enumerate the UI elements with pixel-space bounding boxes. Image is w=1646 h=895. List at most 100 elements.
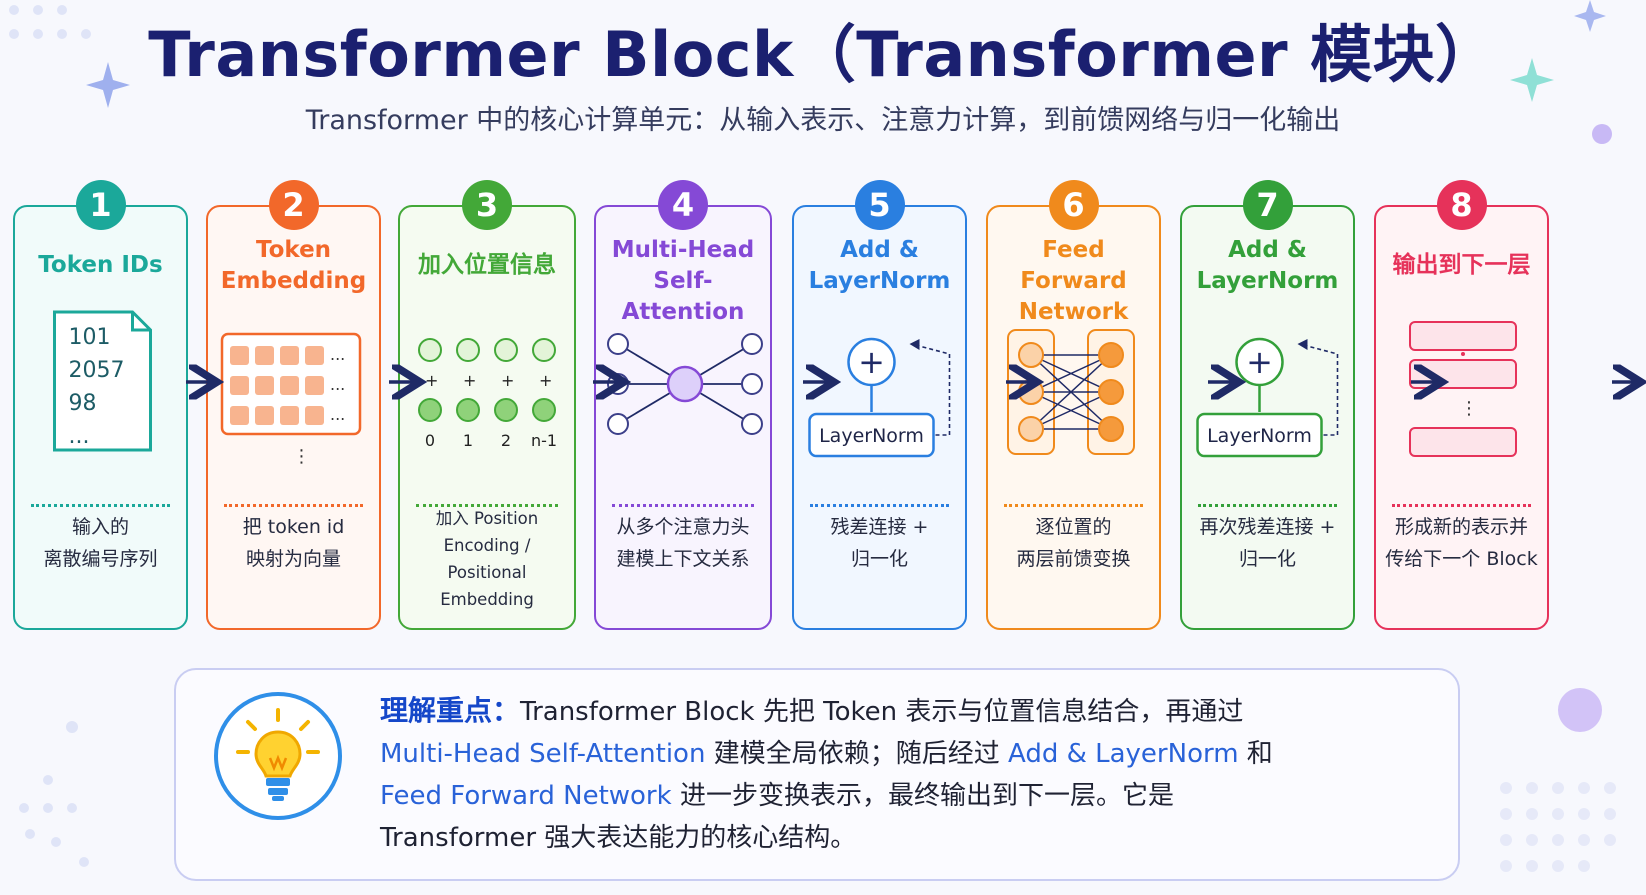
step-card-5: Add &LayerNorm +LayerNorm 残差连接 +归一化 — [792, 205, 967, 630]
key-point-text: 理解重点：Transformer Block 先把 Token 表示与位置信息结… — [380, 690, 1430, 859]
step-title-line: Token IDs — [38, 252, 163, 278]
embedding-cell — [230, 406, 249, 425]
step-description-line: Positional Embedding — [440, 563, 534, 609]
embedding-cell — [230, 346, 249, 365]
position-node — [532, 398, 556, 422]
step-description-line: Encoding / — [443, 536, 531, 555]
output-vector — [1409, 427, 1517, 457]
step-title-line: Multi-Head — [611, 237, 755, 263]
embedding-cell — [280, 406, 299, 425]
step-title: Add &LayerNorm — [1182, 235, 1353, 297]
step-description-line: 残差连接 + — [830, 516, 929, 538]
step-description-line: 从多个注意力头 — [616, 516, 750, 538]
step-description-line: 离散编号序列 — [43, 548, 158, 570]
embedding-vertical-ellipsis: ⋮ — [293, 446, 311, 467]
step-number-badge: 4 — [658, 180, 708, 230]
step-title-line: 输出到下一层 — [1392, 252, 1531, 278]
add-circle — [1235, 337, 1284, 387]
position-node — [418, 398, 442, 422]
highlight-addnorm: Add & LayerNorm — [1007, 739, 1239, 769]
key-point-line-1: Transformer Block 先把 Token 表示与位置信息结合，再通过 — [520, 697, 1244, 727]
step-card-7: Add &LayerNorm +LayerNorm 再次残差连接 + 归一化 — [1180, 205, 1355, 630]
token-node — [494, 338, 518, 362]
ffn-output-node — [1098, 379, 1124, 405]
step-description-line: 归一化 — [1238, 548, 1296, 570]
page-subtitle: Transformer 中的核心计算单元：从输入表示、注意力计算，到前馈网络与归… — [305, 105, 1341, 136]
key-point-heading: 理解重点： — [380, 694, 521, 727]
embedding-ellipsis: ... — [330, 405, 345, 424]
step-description-line: 再次残差连接 + — [1199, 516, 1336, 538]
key-point-line-4: Transformer 强大表达能力的核心结构。 — [380, 823, 857, 853]
step-description: 逐位置的两层前馈变换 — [988, 511, 1159, 575]
plus-sign: + — [425, 371, 438, 390]
step-illustration: +LayerNorm — [1196, 337, 1339, 458]
step-number-badge: 5 — [854, 180, 905, 230]
token-id-value: 101 — [69, 325, 111, 350]
plus-sign: + — [501, 371, 514, 390]
position-index: 0 — [425, 431, 435, 450]
step-description: 残差连接 +归一化 — [794, 511, 965, 575]
attention-node — [741, 333, 763, 355]
card-divider — [31, 504, 170, 507]
highlight-ffn: Feed Forward Network — [380, 781, 672, 811]
step-title: Add &LayerNorm — [794, 235, 965, 297]
card-divider — [612, 504, 754, 507]
embedding-cell — [280, 346, 299, 365]
step-title: 加入位置信息 — [400, 250, 574, 281]
card-divider — [1392, 504, 1531, 507]
position-index: 2 — [501, 431, 511, 450]
embedding-cell — [305, 376, 324, 395]
step-description-line: 输入的 — [71, 516, 129, 538]
step-description-line: 两层前馈变换 — [1016, 548, 1131, 570]
ffn-output-node — [1098, 342, 1124, 368]
embedding-cell — [305, 346, 324, 365]
card-divider — [1004, 504, 1143, 507]
key-point-line-2: 建模全局依赖；随后经过 — [705, 739, 1008, 769]
document-icon: 101205798... — [53, 310, 152, 452]
page-title: Transformer Block（Transformer 模块） — [148, 18, 1498, 91]
embedding-cell — [255, 346, 274, 365]
card-divider — [810, 504, 949, 507]
card-divider — [416, 504, 558, 507]
step-number-badge: 7 — [1242, 180, 1293, 230]
step-description: 从多个注意力头建模上下文关系 — [596, 511, 770, 575]
key-point-box: 理解重点：Transformer Block 先把 Token 表示与位置信息结… — [174, 668, 1460, 881]
token-node — [456, 338, 480, 362]
attention-node — [607, 333, 629, 355]
step-description: 形成新的表示并传给下一个 Block — [1376, 511, 1547, 575]
step-title-line: LayerNorm — [808, 268, 951, 294]
step-title: Token IDs — [15, 250, 186, 281]
position-index: n-1 — [531, 431, 557, 450]
step-title-line: Embedding — [220, 268, 367, 294]
step-number-badge: 3 — [462, 180, 512, 230]
embedding-cell — [280, 376, 299, 395]
residual-connection — [1299, 343, 1339, 436]
embedding-cell — [305, 406, 324, 425]
highlight-mhsa: Multi-Head Self-Attention — [380, 739, 706, 769]
embedding-cell — [255, 376, 274, 395]
step-illustration: .........⋮ — [220, 332, 362, 467]
card-divider — [1198, 504, 1337, 507]
step-illustration — [1007, 329, 1135, 455]
embedding-cell — [230, 376, 249, 395]
step-illustration: 101205798... — [53, 310, 152, 452]
embedding-cell — [255, 406, 274, 425]
ffn-output-node — [1098, 416, 1124, 442]
key-point-line-2-end: 和 — [1238, 739, 1273, 769]
attention-center — [666, 365, 704, 403]
step-description: 输入的离散编号序列 — [15, 511, 186, 575]
step-card-8: 输出到下一层⋮形成新的表示并传给下一个 Block — [1374, 205, 1549, 630]
step-description-line: 映射为向量 — [245, 548, 341, 570]
token-id-value: 98 — [69, 391, 97, 416]
plus-sign: + — [539, 371, 552, 390]
step-illustration: +LayerNorm — [808, 337, 951, 458]
embedding-ellipsis: ... — [330, 375, 345, 394]
step-description-line: 建模上下文关系 — [616, 548, 750, 570]
